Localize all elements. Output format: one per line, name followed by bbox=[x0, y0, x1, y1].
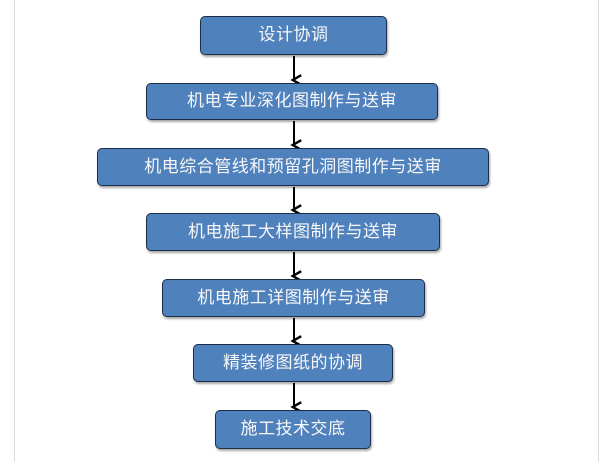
flow-step-mep-pipeline-openings: 机电综合管线和预留孔洞图制作与送审 bbox=[97, 148, 489, 186]
flow-step-design-coordination: 设计协调 bbox=[200, 16, 387, 55]
flow-step-mep-construction-detail: 机电施工详图制作与送审 bbox=[162, 279, 425, 317]
flow-step-technical-briefing: 施工技术交底 bbox=[215, 410, 371, 449]
page-edge-right bbox=[598, 0, 599, 462]
flow-step-mep-construction-large-sample: 机电施工大样图制作与送审 bbox=[146, 213, 440, 251]
flow-step-mep-detailed-drawing: 机电专业深化图制作与送审 bbox=[146, 83, 438, 120]
page-edge-left bbox=[14, 0, 15, 462]
flow-step-decoration-coordination: 精装修图纸的协调 bbox=[193, 344, 393, 382]
